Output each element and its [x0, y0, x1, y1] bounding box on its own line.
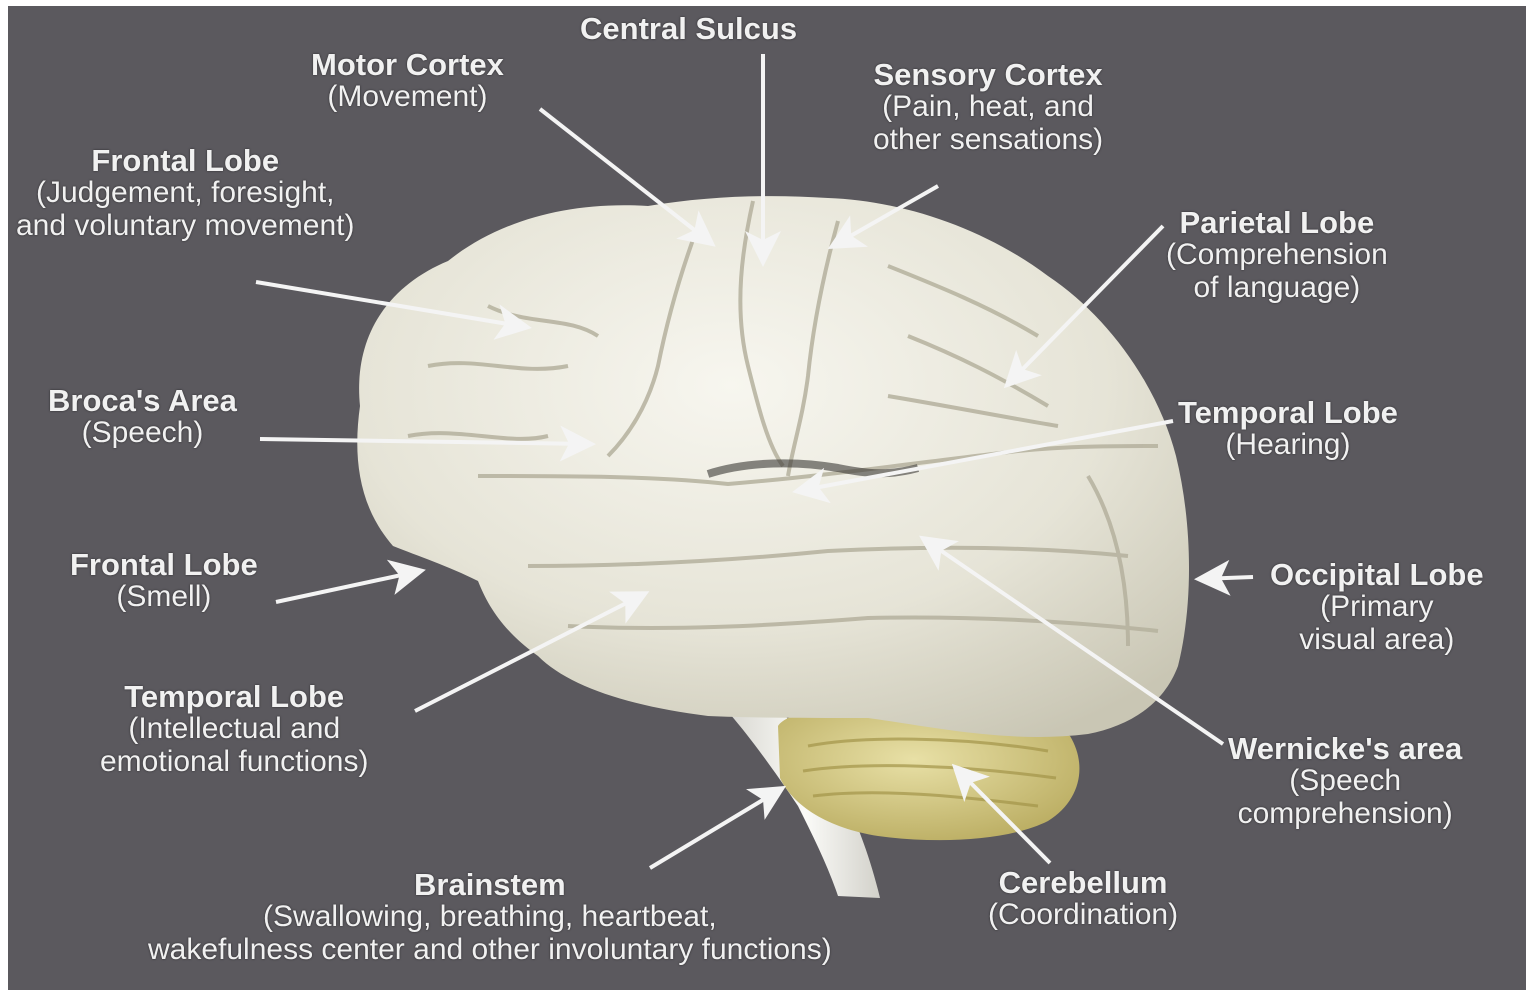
label-title: Frontal Lobe	[16, 144, 355, 177]
label-desc: (Comprehension	[1166, 239, 1388, 271]
label-frontal-lobe-smell: Frontal Lobe (Smell)	[70, 548, 258, 614]
pointer-brainstem	[650, 789, 781, 868]
label-desc: (Speech)	[48, 417, 237, 449]
label-desc: (Speech	[1228, 765, 1462, 797]
label-title: Wernicke's area	[1228, 732, 1462, 765]
label-desc: of language)	[1166, 272, 1388, 304]
label-desc: wakefulness center and other involuntary…	[148, 934, 832, 966]
pointer-occipital-lobe	[1200, 577, 1253, 579]
label-desc: comprehension)	[1228, 798, 1462, 830]
label-desc: (Judgement, foresight,	[16, 177, 355, 209]
label-desc: visual area)	[1270, 624, 1484, 656]
label-desc: (Pain, heat, and	[873, 91, 1103, 123]
label-title: Cerebellum	[988, 866, 1178, 899]
label-desc: emotional functions)	[100, 746, 368, 778]
label-desc: (Swallowing, breathing, heartbeat,	[148, 901, 832, 933]
label-desc: other sensations)	[873, 124, 1103, 156]
label-desc: and voluntary movement)	[16, 210, 355, 242]
pointer-frontal-lobe-smell	[276, 571, 420, 602]
label-title: Central Sulcus	[580, 12, 797, 45]
label-central-sulcus: Central Sulcus	[580, 12, 797, 45]
label-title: Motor Cortex	[311, 48, 504, 81]
brain-diagram: Central Sulcus Motor Cortex (Movement) S…	[8, 6, 1526, 990]
label-occipital-lobe: Occipital Lobe (Primary visual area)	[1270, 558, 1484, 656]
label-title: Temporal Lobe	[100, 680, 368, 713]
label-desc: (Primary	[1270, 591, 1484, 623]
label-temporal-lobe-left: Temporal Lobe (Intellectual and emotiona…	[100, 680, 368, 778]
label-brocas-area: Broca's Area (Speech)	[48, 384, 237, 450]
label-parietal-lobe: Parietal Lobe (Comprehension of language…	[1166, 206, 1388, 304]
label-brainstem: Brainstem (Swallowing, breathing, heartb…	[148, 868, 832, 966]
label-title: Sensory Cortex	[873, 58, 1103, 91]
label-desc: (Intellectual and	[100, 713, 368, 745]
label-cerebellum: Cerebellum (Coordination)	[988, 866, 1178, 932]
label-sensory-cortex: Sensory Cortex (Pain, heat, and other se…	[873, 58, 1103, 156]
label-title: Frontal Lobe	[70, 548, 258, 581]
label-title: Temporal Lobe	[1178, 396, 1398, 429]
label-desc: (Coordination)	[988, 899, 1178, 931]
label-desc: (Hearing)	[1178, 429, 1398, 461]
label-desc: (Smell)	[70, 581, 258, 613]
label-motor-cortex: Motor Cortex (Movement)	[311, 48, 504, 114]
label-desc: (Movement)	[311, 81, 504, 113]
label-title: Broca's Area	[48, 384, 237, 417]
label-temporal-lobe-right: Temporal Lobe (Hearing)	[1178, 396, 1398, 462]
label-title: Occipital Lobe	[1270, 558, 1484, 591]
label-title: Parietal Lobe	[1166, 206, 1388, 239]
label-wernickes-area: Wernicke's area (Speech comprehension)	[1228, 732, 1462, 830]
label-title: Brainstem	[148, 868, 832, 901]
label-frontal-lobe-top: Frontal Lobe (Judgement, foresight, and …	[16, 144, 355, 242]
